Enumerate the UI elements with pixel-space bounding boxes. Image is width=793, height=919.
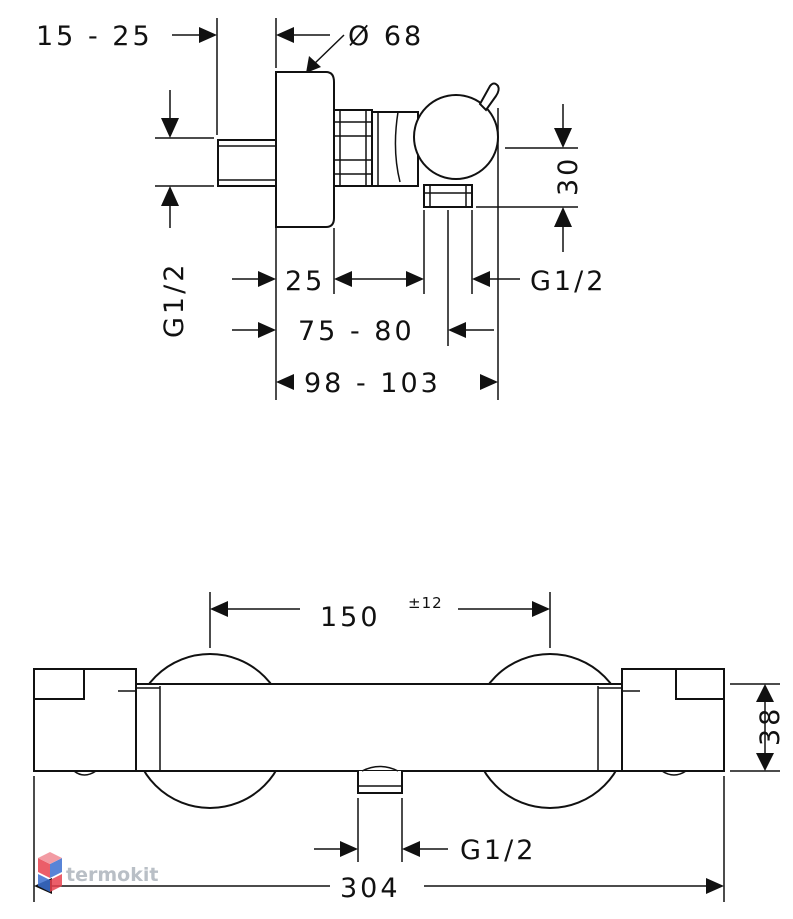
dim-total-width: 304 xyxy=(340,873,401,904)
dim-wall-offset: 15 - 25 xyxy=(36,21,153,52)
handle-lever xyxy=(478,82,500,112)
watermark-text: termokit xyxy=(66,864,158,886)
dim-height-30: 30 xyxy=(553,156,584,196)
dim-height-38: 38 xyxy=(755,706,786,746)
front-view: 150 ±12 38 G1/2 304 xyxy=(33,592,786,904)
left-handle-grip xyxy=(33,668,85,700)
side-view: 15 - 25 Ø 68 G1/2 25 G1/2 75 - 80 98 - 1… xyxy=(36,18,606,400)
wall-connector xyxy=(217,139,277,187)
dim-inlet-thread-left: G1/2 xyxy=(159,262,190,338)
dim-centers-tolerance: ±12 xyxy=(408,594,443,612)
right-handle-grip xyxy=(675,668,725,700)
dim-outlet-thread: G1/2 xyxy=(460,835,536,866)
outlet-spout xyxy=(357,771,403,794)
mixer-bar xyxy=(135,683,623,772)
watermark-logo xyxy=(38,852,62,892)
front-extension-lines xyxy=(33,592,780,902)
escutcheon-disc xyxy=(275,71,335,228)
dim-outlet-thread-right: G1/2 xyxy=(530,266,606,297)
dim-spacing-25: 25 xyxy=(285,266,325,297)
extension-lines xyxy=(155,18,578,400)
dim-total-depth: 98 - 103 xyxy=(304,368,441,399)
outlet-nut xyxy=(423,184,473,208)
dim-depth-range: 75 - 80 xyxy=(298,316,415,347)
dim-diameter: Ø 68 xyxy=(348,21,424,52)
dim-centers: 150 xyxy=(320,602,381,633)
